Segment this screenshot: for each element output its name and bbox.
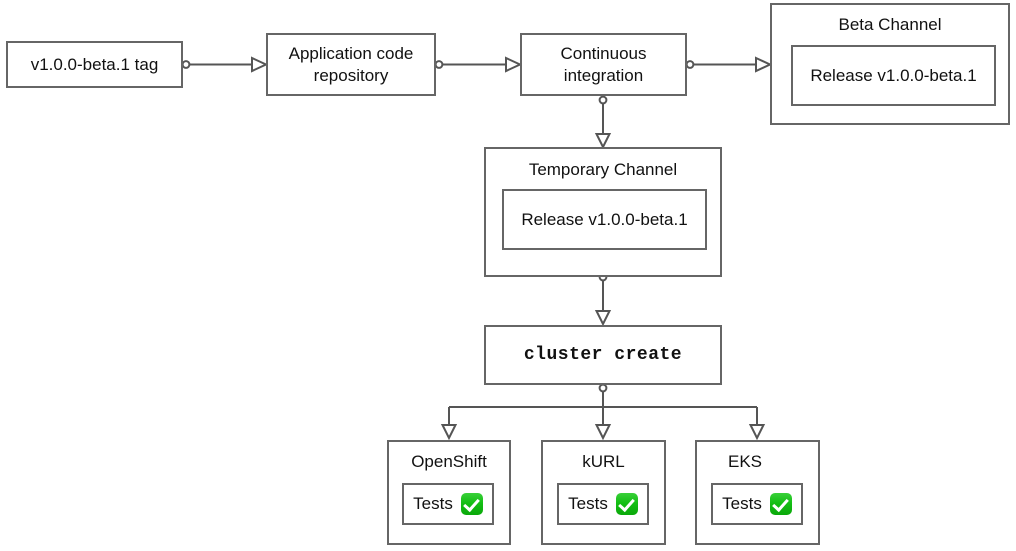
beta-channel-release-box[interactable]: Release v1.0.0-beta.1 [791,45,996,106]
node-cluster-create[interactable]: cluster create [484,325,722,385]
node-repo-label: Application code repository [288,44,414,85]
temporary-channel-release-label: Release v1.0.0-beta.1 [521,209,688,229]
node-tag[interactable]: v1.0.0-beta.1 tag [6,41,183,88]
openshift-title: OpenShift [411,452,487,471]
edge-arrowhead-eks [748,424,766,441]
edge-arrowhead-repo [251,56,269,73]
node-cluster-create-label: cluster create [523,344,683,365]
kurl-tests-box[interactable]: Tests [557,483,649,525]
edge-arrowhead-cluster-create [594,310,612,327]
edge-arrowhead-ci [505,56,523,73]
edge-source-dot-repo [434,60,444,69]
eks-title: EKS [728,452,763,471]
openshift-tests-label: Tests [413,494,453,513]
edge-arrowhead-kurl [594,424,612,441]
beta-channel-release-label: Release v1.0.0-beta.1 [810,65,977,85]
eks-tests-box[interactable]: Tests [711,483,803,525]
openshift-tests-box[interactable]: Tests [402,483,494,525]
node-tag-label: v1.0.0-beta.1 tag [30,54,159,74]
edge-source-dot-ci-bottom [598,95,608,105]
node-ci-label: Continuous integration [560,44,647,85]
temporary-channel-release-box[interactable]: Release v1.0.0-beta.1 [502,189,707,250]
container-temporary-channel[interactable]: Temporary Channel Release v1.0.0-beta.1 [484,147,722,277]
green-check-icon [769,493,792,515]
green-check-icon [460,493,483,515]
green-check-icon [615,493,638,515]
container-openshift[interactable]: OpenShift Tests [387,440,511,545]
edge-source-dot-cluster-create [598,383,608,393]
node-application-code-repository[interactable]: Application code repository [266,33,436,96]
container-eks[interactable]: EKS Tests [695,440,820,545]
container-kurl[interactable]: kURL Tests [541,440,666,545]
kurl-title: kURL [582,452,625,471]
edge-arrowhead-openshift [440,424,458,441]
edge-arrowhead-temporary-channel [594,133,612,150]
container-beta-channel[interactable]: Beta Channel Release v1.0.0-beta.1 [770,3,1010,125]
edge-source-dot-ci-right [685,60,695,69]
edge-cluster-create-branch-bus [448,391,758,433]
edge-arrowhead-beta-channel [755,56,773,73]
kurl-tests-label: Tests [568,494,608,513]
eks-tests-label: Tests [722,494,762,513]
beta-channel-title: Beta Channel [838,15,942,34]
node-continuous-integration[interactable]: Continuous integration [520,33,687,96]
edge-source-dot-tag [181,60,191,69]
temporary-channel-title: Temporary Channel [528,160,678,179]
